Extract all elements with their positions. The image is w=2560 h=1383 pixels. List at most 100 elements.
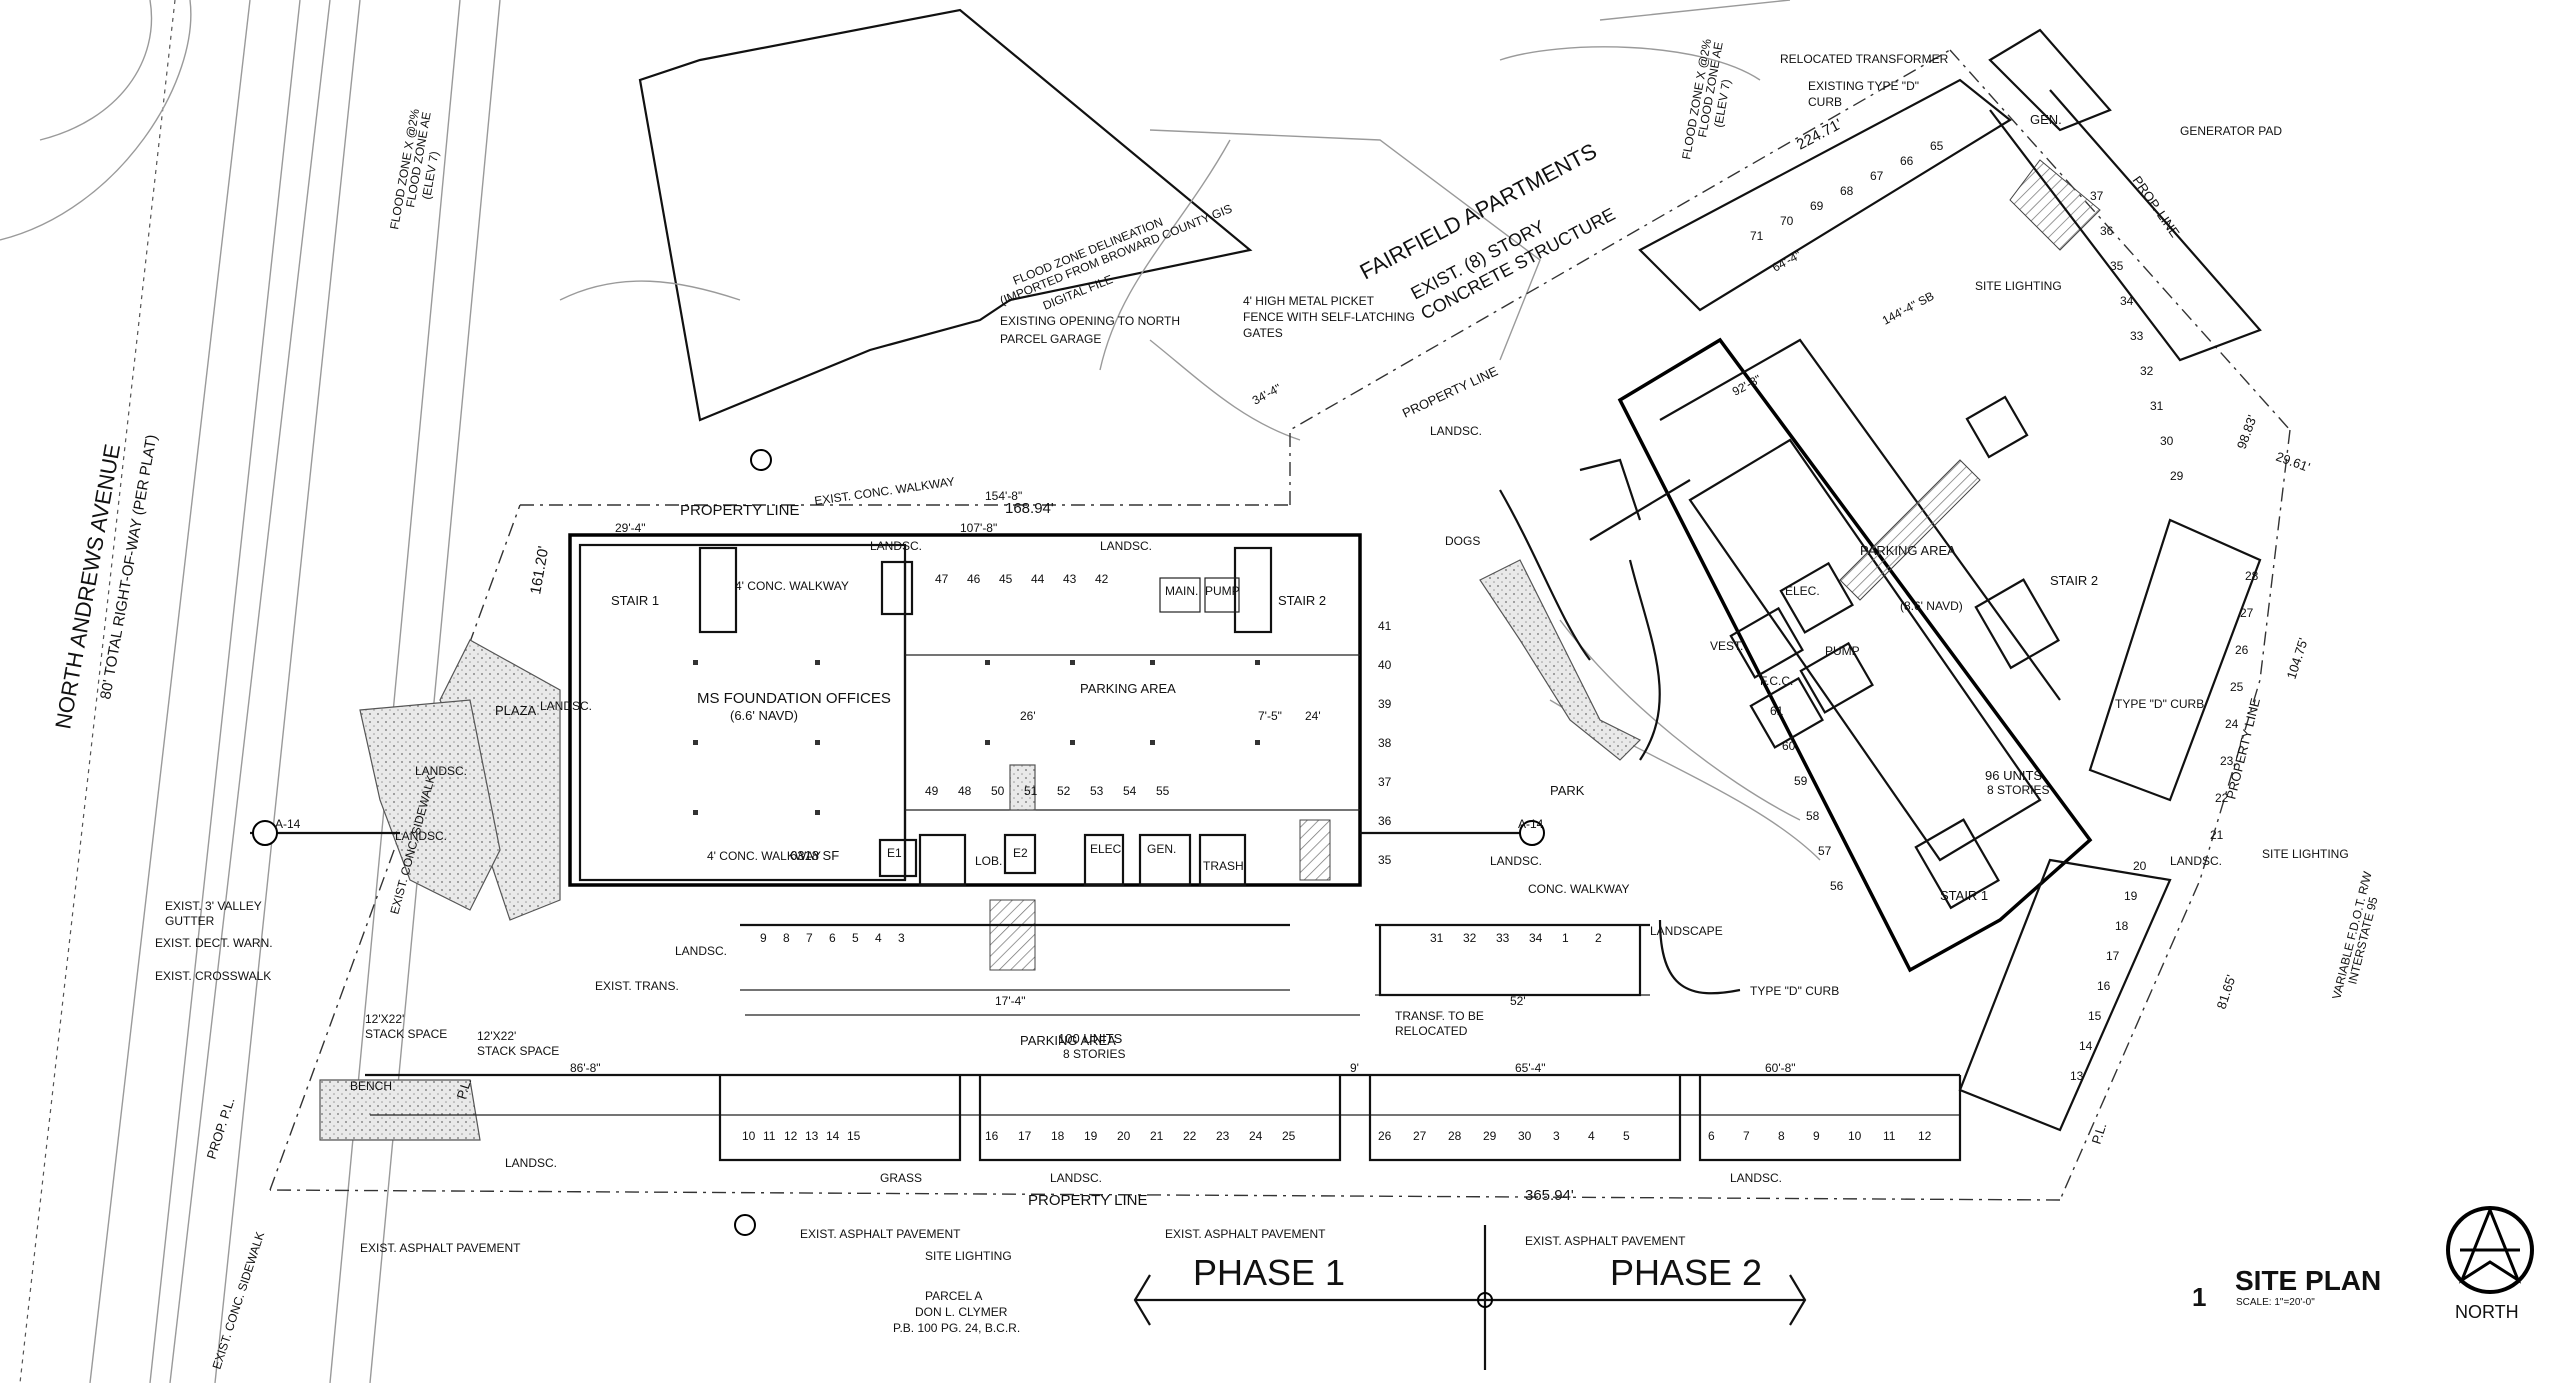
stall-number: 17	[2106, 949, 2120, 963]
svg-text:8 STORIES: 8 STORIES	[1987, 783, 2049, 797]
road-lines	[0, 0, 501, 1383]
east-lot	[1378, 559, 1741, 997]
svg-text:104.75': 104.75'	[2284, 636, 2311, 681]
stall-number: 9	[1813, 1129, 1820, 1143]
stall-number: 54	[1123, 784, 1137, 798]
svg-text:RELOCATED TRANSFORMER: RELOCATED TRANSFORMER	[1780, 52, 1949, 66]
svg-text:224.71': 224.71'	[1794, 116, 1845, 154]
stall-number: 69	[1810, 199, 1824, 213]
stall-number: 29	[2170, 469, 2184, 483]
svg-text:E2: E2	[1013, 846, 1028, 860]
stall-number: 11	[763, 1129, 776, 1143]
stall-number: 39	[1378, 697, 1392, 711]
bench-paving	[319, 1079, 481, 1141]
svg-text:60'-8": 60'-8"	[1765, 1061, 1796, 1075]
stall-number: 30	[2160, 434, 2174, 448]
stall-number: 27	[1413, 1129, 1427, 1143]
svg-text:LANDSC.: LANDSC.	[395, 829, 447, 843]
svg-text:PARK: PARK	[1550, 783, 1585, 798]
stall-number: 4	[1588, 1129, 1595, 1143]
svg-text:GEN.: GEN.	[2030, 112, 2062, 127]
stall-number: 8	[783, 931, 790, 945]
stall-number: 31	[2150, 399, 2164, 413]
stall-number: 36	[1378, 814, 1392, 828]
svg-text:(8.6' NAVD): (8.6' NAVD)	[1900, 599, 1963, 613]
stall-number: 50	[991, 784, 1005, 798]
flood-zone-contours	[559, 139, 1821, 861]
svg-text:PROPERTY LINE: PROPERTY LINE	[680, 502, 800, 519]
stall-number: 28	[1448, 1129, 1462, 1143]
stall-number: 58	[1806, 809, 1820, 823]
stall-number: 65	[1930, 139, 1944, 153]
svg-text:LANDSC.: LANDSC.	[1490, 854, 1542, 868]
svg-text:TRANSF. TO BE: TRANSF. TO BE	[1395, 1009, 1484, 1023]
stall-number: 25	[2230, 680, 2244, 694]
svg-text:ELEC.: ELEC.	[1785, 584, 1820, 598]
stall-number: 36	[2100, 224, 2114, 238]
svg-text:PUMP: PUMP	[1825, 644, 1860, 658]
stall-number: 7	[1743, 1129, 1750, 1143]
svg-text:PUMP: PUMP	[1205, 584, 1240, 598]
stall-number: 27	[2240, 606, 2254, 620]
svg-text:65'-4": 65'-4"	[1515, 1061, 1546, 1075]
west-building	[568, 533, 1362, 971]
sheet-number: 1	[2192, 1282, 2206, 1312]
stall-number: 3	[898, 931, 905, 945]
stall-number: 34	[1529, 931, 1543, 945]
property-lines	[269, 49, 2291, 1201]
svg-text:STAIR 1: STAIR 1	[611, 593, 659, 608]
svg-text:98.83': 98.83'	[2234, 413, 2260, 451]
svg-text:LANDSC.: LANDSC.	[1100, 539, 1152, 553]
stall-number: 17	[1018, 1129, 1032, 1143]
stall-number: 31	[1430, 931, 1444, 945]
stall-number: 3	[1553, 1129, 1560, 1143]
svg-text:EXIST. ASPHALT PAVEMENT: EXIST. ASPHALT PAVEMENT	[800, 1227, 961, 1241]
svg-text:LANDSC.: LANDSC.	[675, 944, 727, 958]
svg-text:EXIST. DECT. WARN.: EXIST. DECT. WARN.	[155, 936, 273, 950]
svg-text:LANDSC.: LANDSC.	[870, 539, 922, 553]
svg-text:E1: E1	[887, 846, 902, 860]
stall-number: 45	[999, 572, 1013, 586]
svg-text:LANDSC.: LANDSC.	[540, 699, 592, 713]
svg-text:81.65': 81.65'	[2214, 973, 2239, 1011]
svg-text:EXIST. CONC. SIDEWALK: EXIST. CONC. SIDEWALK	[210, 1230, 268, 1371]
stall-number: 56	[1830, 879, 1844, 893]
svg-text:STAIR 2: STAIR 2	[2050, 573, 2098, 588]
svg-text:4' CONC. WALKWAY: 4' CONC. WALKWAY	[707, 849, 821, 863]
svg-text:DOGS: DOGS	[1445, 534, 1480, 548]
svg-text:EXIST. 3' VALLEY: EXIST. 3' VALLEY	[165, 899, 262, 913]
svg-text:4' CONC. WALKWAY: 4' CONC. WALKWAY	[735, 579, 849, 593]
stall-number: 35	[1378, 853, 1392, 867]
svg-text:12'X22': 12'X22'	[477, 1029, 516, 1043]
svg-text:EXIST. TRANS.: EXIST. TRANS.	[595, 979, 679, 993]
ms-offices-label: MS FOUNDATION OFFICES	[697, 690, 891, 707]
stall-number: 23	[2220, 754, 2234, 768]
section-markers	[250, 449, 1545, 1236]
stall-number: 33	[2130, 329, 2144, 343]
stall-number: 44	[1031, 572, 1045, 586]
stall-number: 22	[1183, 1129, 1197, 1143]
stall-number: 29	[1483, 1129, 1497, 1143]
svg-text:DON L. CLYMER: DON L. CLYMER	[915, 1305, 1008, 1319]
svg-text:PROPERTY LINE: PROPERTY LINE	[1028, 1192, 1148, 1209]
svg-text:TYPE "D" CURB: TYPE "D" CURB	[1750, 984, 1839, 998]
svg-text:TRASH: TRASH	[1203, 859, 1244, 873]
svg-text:CONC. WALKWAY: CONC. WALKWAY	[1528, 882, 1630, 896]
stall-number: 41	[1378, 619, 1392, 633]
svg-text:6318 SF: 6318 SF	[790, 848, 839, 863]
stall-number: 34	[2120, 294, 2134, 308]
svg-text:LANDSC.: LANDSC.	[415, 764, 467, 778]
svg-text:BENCH: BENCH	[350, 1079, 392, 1093]
svg-text:161.20': 161.20'	[527, 545, 552, 596]
svg-text:EXIST. CONC. WALKWAY: EXIST. CONC. WALKWAY	[813, 474, 955, 508]
stall-number: 53	[1090, 784, 1104, 798]
svg-text:29'-4": 29'-4"	[615, 521, 646, 535]
svg-text:86'-8": 86'-8"	[570, 1061, 601, 1075]
stall-number: 24	[1249, 1129, 1263, 1143]
svg-text:ELEC.: ELEC.	[1090, 842, 1125, 856]
stall-number: 37	[2090, 189, 2104, 203]
svg-text:EXIST. CROSSWALK: EXIST. CROSSWALK	[155, 969, 271, 983]
svg-text:CURB: CURB	[1808, 95, 1842, 109]
stall-number: 25	[1282, 1129, 1296, 1143]
